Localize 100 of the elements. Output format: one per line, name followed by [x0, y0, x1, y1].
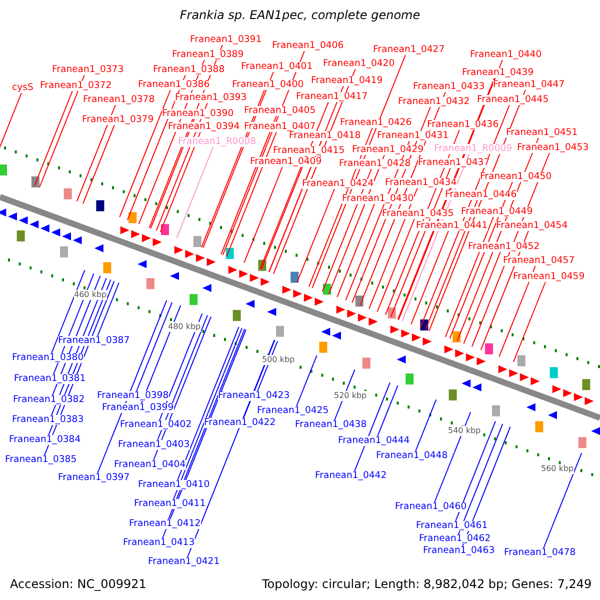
gene-label: Franean1_0428 — [339, 159, 411, 169]
gene-label: Franean1_0445 — [477, 95, 549, 105]
gene-label: Franean1_0462 — [419, 534, 491, 544]
leader-line — [512, 282, 546, 362]
gene-label: Franean1_0384 — [9, 435, 81, 445]
gene-label: Franean1_0449 — [461, 207, 533, 217]
gene-label: Franean1_0450 — [480, 172, 552, 182]
leader-line — [97, 300, 168, 474]
gene-label: Franean1_0394 — [168, 122, 240, 132]
gene-label: Franean1_0403 — [118, 440, 190, 450]
gene-label: Franean1_0457 — [503, 256, 575, 266]
gene-label: Franean1_0419 — [311, 76, 383, 86]
leader-line — [434, 412, 472, 502]
gene-label: Franean1_0385 — [5, 455, 77, 465]
gene-label: Franean1_0446 — [445, 190, 517, 200]
leader-line — [455, 420, 496, 522]
gene-label: Franean1_0478 — [504, 548, 576, 558]
gene-label: Franean1_0411 — [134, 499, 206, 509]
gene-label: Franean1_0382 — [13, 395, 85, 405]
gene-label: Franean1_R0009 — [434, 144, 512, 154]
gene-label: Franean1_0441 — [416, 221, 488, 231]
scale-tick-label: 460 kbp — [74, 290, 107, 300]
gene-label: Franean1_0420 — [323, 59, 395, 69]
gene-label: Franean1_0397 — [58, 473, 130, 483]
gene-label: Franean1_0463 — [423, 546, 495, 556]
gene-label: Franean1_0393 — [175, 93, 247, 103]
gene-label: Franean1_0398 — [97, 391, 169, 401]
leader-line — [177, 326, 240, 480]
gene-label: Franean1_0452 — [468, 242, 540, 252]
leader-line — [296, 355, 318, 406]
gene-label: Franean1_0436 — [427, 120, 499, 130]
gene-label: Franean1_R0008 — [178, 137, 256, 147]
scale-tick-label: 500 kbp — [262, 355, 295, 365]
gene-label: Franean1_0451 — [506, 128, 578, 138]
leader-line — [34, 90, 73, 186]
leader-line — [368, 188, 418, 310]
gene-label: Franean1_0432 — [398, 97, 470, 107]
leader-line — [498, 266, 536, 358]
gene-label: Franean1_0401 — [241, 62, 313, 72]
scale-tick-label: 560 kbp — [541, 464, 574, 474]
gene-label: Franean1_0437 — [418, 158, 490, 168]
info-text: Topology: circular; Length: 8,982,042 bp; Genes: 7,249 — [262, 579, 592, 589]
leader-line — [543, 452, 582, 548]
leader-line — [463, 252, 501, 344]
gene-label: Franean1_0417 — [296, 92, 368, 102]
gene-label: Franean1_0447 — [493, 80, 565, 90]
leader-line — [97, 282, 120, 336]
gene-label: Franean1_0435 — [382, 209, 454, 219]
gene-label: Franean1_0453 — [517, 143, 589, 153]
leader-line — [458, 423, 504, 534]
gene-label: Franean1_0389 — [172, 50, 244, 60]
leader-line — [376, 218, 415, 312]
leader-line — [173, 328, 242, 500]
gene-label: Franean1_0388 — [153, 65, 225, 75]
gene-label: Franean1_0427 — [373, 45, 445, 55]
leader-line — [153, 316, 212, 460]
gene-label: Franean1_0461 — [416, 521, 488, 531]
leader-line — [410, 230, 449, 325]
leader-line — [82, 124, 115, 204]
gene-label: Franean1_0405 — [244, 106, 316, 116]
gene-label: Franean1_0430 — [342, 194, 414, 204]
leader-line — [176, 146, 214, 239]
leader-line — [354, 382, 390, 472]
gene-label: Franean1_0373 — [52, 65, 124, 75]
leader-line — [377, 384, 398, 436]
leader-line — [160, 132, 201, 233]
gene-label: Franean1_0448 — [376, 451, 448, 461]
gene-label: Franean1_0383 — [12, 415, 84, 425]
scale-tick-label: 520 kbp — [334, 391, 367, 401]
leader-line — [244, 166, 283, 264]
leader-line — [296, 188, 335, 283]
gene-label: Franean1_0413 — [123, 538, 195, 548]
gene-label: Franean1_0423 — [218, 391, 290, 401]
gene-label: Franean1_0421 — [148, 557, 220, 567]
gene-label: Franean1_0379 — [82, 115, 154, 125]
leader-line — [38, 74, 85, 188]
info-text: Accession: NC_009921 — [10, 579, 146, 589]
leader-line — [260, 156, 306, 270]
gene-label: Franean1_0412 — [129, 519, 201, 529]
gene-label: Franean1_0454 — [496, 221, 568, 231]
gene-label: Franean1_0438 — [295, 420, 367, 430]
leader-line — [444, 216, 494, 338]
gene-label: Franean1_0402 — [120, 420, 192, 430]
leader-line — [336, 204, 375, 298]
gene-label: Franean1_0407 — [244, 122, 316, 132]
gene-label: Franean1_0459 — [513, 272, 585, 282]
gene-label: Franean1_0380 — [12, 353, 84, 363]
gene-label: Franean1_0390 — [162, 109, 234, 119]
gene-label: Franean1_0433 — [413, 82, 485, 92]
gene-label: Franean1_0442 — [315, 471, 387, 481]
leader-line — [51, 270, 86, 354]
gene-label: Franean1_0404 — [114, 460, 186, 470]
gene-label: Franean1_0372 — [40, 81, 112, 91]
gene-label: Franean1_0424 — [302, 179, 374, 189]
scale-tick-label: 480 kbp — [168, 322, 201, 332]
gene-label: Franean1_0400 — [232, 80, 304, 90]
leader-line — [415, 399, 437, 452]
gene-label: Franean1_0387 — [58, 336, 130, 346]
leader-line — [76, 104, 116, 202]
gene-label: Franean1_0381 — [14, 374, 86, 384]
